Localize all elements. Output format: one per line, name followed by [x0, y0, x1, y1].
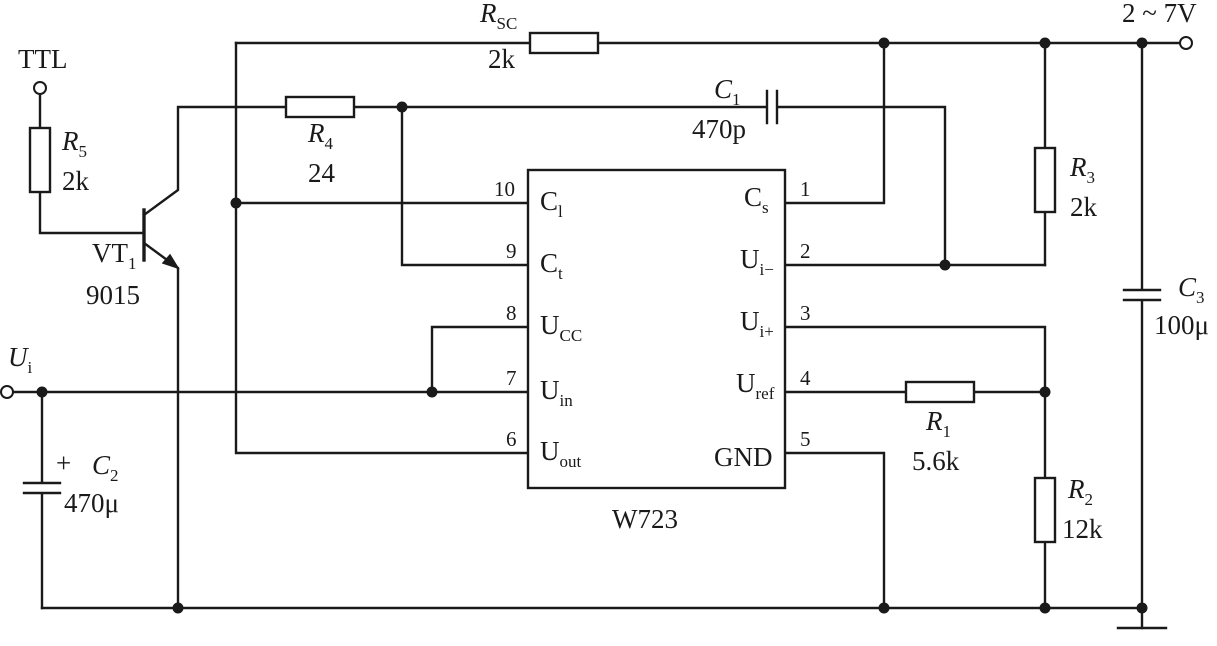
junctions: [0, 36, 1193, 614]
pin-number: 6: [506, 427, 517, 451]
pin-number: 2: [800, 239, 811, 263]
junction: [1136, 602, 1148, 614]
capacitor-c2: [22, 481, 62, 495]
c2-label: C2: [92, 450, 119, 485]
pin-label-ui-plus: Ui+: [740, 306, 774, 341]
pin-label-cs: Cs: [744, 182, 769, 217]
resistor-r3: [1033, 146, 1057, 214]
capacitor-c1-gap: [767, 93, 777, 121]
c3-label: C3: [1178, 272, 1205, 307]
terminal-ttl: [33, 81, 47, 95]
pin-label-uout: Uout: [540, 436, 582, 471]
r5-value: 2k: [62, 166, 90, 196]
r1-label: R1: [925, 406, 951, 441]
capacitor-c2-gap: [26, 483, 58, 493]
junction: [396, 101, 408, 113]
junction: [939, 259, 951, 271]
rsc-label: RSC: [479, 0, 517, 33]
pin-number: 8: [506, 301, 517, 325]
junction: [1136, 37, 1148, 49]
resistor-r5: [28, 126, 52, 194]
pin-number: 5: [800, 427, 811, 451]
rsc-value: 2k: [488, 44, 516, 74]
supply-label: 2 ~ 7V: [1122, 0, 1197, 28]
r2-label: R2: [1067, 474, 1093, 509]
junction: [1039, 386, 1051, 398]
pin-number: 1: [800, 177, 811, 201]
labels: 2 ~ 7V TTL Ui RSC 2k R4 24 C1 470p R5 2k…: [8, 0, 1209, 544]
pin-number: 3: [800, 301, 811, 325]
vt1-label: VT1: [92, 238, 137, 273]
pin-label-ucc: UCC: [540, 310, 582, 345]
r4-label: R4: [307, 118, 334, 153]
pin-label-cl: Cl: [540, 186, 563, 221]
junction: [1039, 602, 1051, 614]
r3-label: R3: [1069, 152, 1095, 187]
capacitor-c3-gap: [1126, 290, 1158, 300]
component-bodies: [22, 31, 1162, 544]
chip-left-pins: 10 Cl 9 Ct 8 UCC 7 Uin 6 Uout: [494, 177, 582, 471]
wire-ct: [400, 105, 530, 267]
chip-right-pins: 1 Cs 2 Ui− 3 Ui+ 4 Uref 5 GND: [714, 177, 811, 472]
pin-number: 4: [800, 366, 811, 390]
vt1-emitter-arrow: [161, 253, 180, 270]
pin-label-uin: Uin: [540, 375, 573, 410]
pin-label-ct: Ct: [540, 248, 563, 283]
wire-collector-r4: [142, 105, 947, 267]
pin-number: 10: [494, 177, 515, 201]
pin-number: 7: [506, 366, 517, 390]
c1-value: 470p: [692, 114, 746, 144]
c1-label: C1: [714, 74, 741, 109]
r2-value: 12k: [1062, 514, 1103, 544]
vt1-value: 9015: [86, 280, 140, 310]
pin-label-ui-minus: Ui−: [740, 244, 774, 279]
capacitor-c1: [765, 89, 779, 125]
r3-value: 2k: [1070, 192, 1098, 222]
wire-ttl-base: [38, 91, 146, 235]
wire-emitter: [142, 241, 180, 610]
junction: [878, 37, 890, 49]
r1-value: 5.6k: [912, 446, 960, 476]
pin-label-uref: Uref: [736, 368, 775, 403]
junction: [426, 386, 438, 398]
junction: [230, 197, 242, 209]
r4-value: 24: [308, 158, 336, 188]
wire-cs: [783, 41, 886, 205]
resistor-r4: [284, 95, 356, 119]
r5-label: R5: [61, 126, 87, 161]
ttl-label: TTL: [18, 44, 67, 74]
c3-value: 100μ: [1154, 310, 1209, 340]
junction: [172, 602, 184, 614]
c2-value: 470μ: [64, 488, 119, 518]
resistor-r1: [904, 380, 976, 404]
junction: [1039, 37, 1051, 49]
pin-number: 9: [506, 239, 517, 263]
terminal-supply: [1179, 36, 1193, 50]
wire-gnd: [783, 451, 886, 610]
junction: [36, 386, 48, 398]
pin-label-gnd: GND: [714, 442, 773, 472]
chip-name: W723: [612, 504, 678, 534]
c2-polarity: +: [56, 448, 71, 478]
chip-w723: [526, 168, 787, 490]
junction: [878, 602, 890, 614]
wire-uout-loop: [234, 41, 530, 455]
capacitor-c3: [1122, 288, 1162, 302]
resistor-r2: [1033, 476, 1057, 544]
terminal-ui: [0, 385, 14, 399]
ui-label: Ui: [8, 342, 33, 377]
wire-ucc: [430, 325, 530, 394]
resistor-rsc: [528, 31, 600, 55]
